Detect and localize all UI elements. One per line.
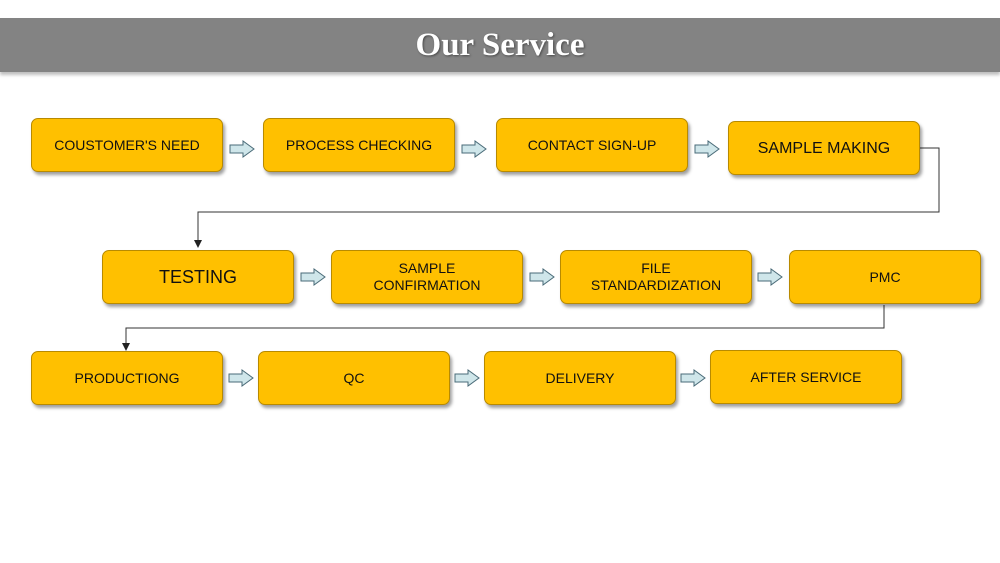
step-customers-need: COUSTOMER'S NEED <box>31 118 223 172</box>
step-sample-confirmation: SAMPLE CONFIRMATION <box>331 250 523 304</box>
row2-to-row3-connector <box>122 305 885 351</box>
step-pmc: PMC <box>789 250 981 304</box>
right-arrow-icon <box>694 140 720 158</box>
step-sample-making: SAMPLE MAKING <box>728 121 920 175</box>
right-arrow-icon <box>454 369 480 387</box>
step-after-service: AFTER SERVICE <box>710 350 902 404</box>
right-arrow-icon <box>300 268 326 286</box>
step-testing: TESTING <box>102 250 294 304</box>
step-production: PRODUCTIONG <box>31 351 223 405</box>
step-label: CONTACT SIGN-UP <box>527 136 657 153</box>
step-label: DELIVERY <box>545 369 615 386</box>
step-label: AFTER SERVICE <box>750 368 862 385</box>
step-qc: QC <box>258 351 450 405</box>
page-title: Our Service <box>415 26 585 63</box>
step-label: PMC <box>869 268 901 285</box>
right-arrow-icon <box>680 369 706 387</box>
step-label: PROCESS CHECKING <box>285 136 433 153</box>
step-label: PRODUCTIONG <box>74 369 180 386</box>
step-label: FILE STANDARDIZATION <box>590 260 722 293</box>
row1-to-row2-connector <box>194 147 940 248</box>
step-label: COUSTOMER'S NEED <box>54 136 200 153</box>
right-arrow-icon <box>757 268 783 286</box>
title-banner: Our Service <box>0 18 1000 72</box>
right-arrow-icon <box>461 140 487 158</box>
step-label: SAMPLE CONFIRMATION <box>373 260 481 293</box>
step-process-checking: PROCESS CHECKING <box>263 118 455 172</box>
step-label: TESTING <box>158 266 237 287</box>
step-contact-sign-up: CONTACT SIGN-UP <box>496 118 688 172</box>
right-arrow-icon <box>228 369 254 387</box>
step-delivery: DELIVERY <box>484 351 676 405</box>
step-label: QC <box>343 369 365 386</box>
step-label: SAMPLE MAKING <box>757 139 891 157</box>
right-arrow-icon <box>229 140 255 158</box>
right-arrow-icon <box>529 268 555 286</box>
step-file-standardization: FILE STANDARDIZATION <box>560 250 752 304</box>
